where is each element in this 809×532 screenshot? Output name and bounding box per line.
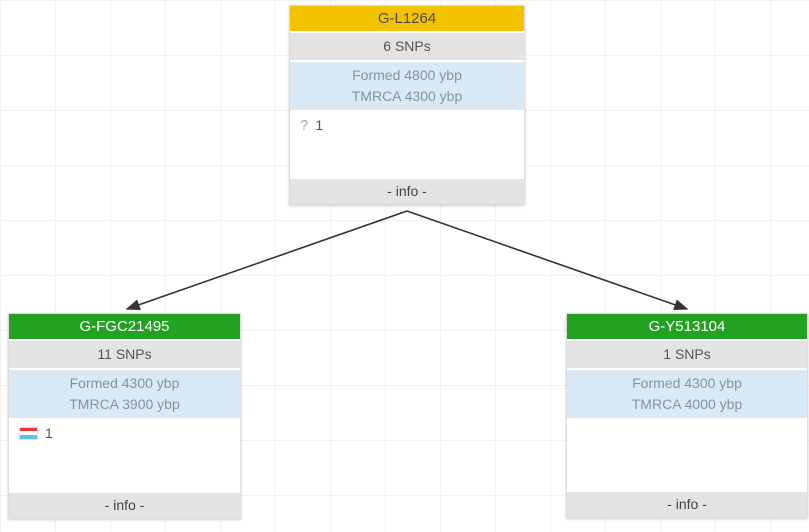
info-link[interactable]: - info -: [290, 179, 524, 204]
snp-count: 11 SNPs: [9, 341, 240, 368]
edge-to-y513104: [406, 210, 689, 311]
tmrca-ybp: TMRCA 4000 ybp: [631, 396, 743, 412]
age-estimates: Formed 4800 ybp TMRCA 4300 ybp: [290, 62, 524, 110]
snp-count: 6 SNPs: [290, 33, 524, 60]
node-g-l1264: G-L1264 6 SNPs Formed 4800 ybp TMRCA 430…: [289, 5, 525, 205]
sample-count: 1: [315, 117, 324, 133]
formed-ybp: Formed 4300 ybp: [632, 375, 742, 391]
node-title[interactable]: G-FGC21495: [9, 314, 240, 339]
snp-count: 1 SNPs: [567, 341, 807, 368]
tmrca-ybp: TMRCA 3900 ybp: [69, 396, 180, 412]
flag-stripe-bottom: [20, 434, 37, 439]
info-link[interactable]: - info -: [9, 493, 240, 518]
formed-ybp: Formed 4300 ybp: [69, 375, 180, 391]
sample-count: 1: [45, 425, 53, 441]
node-spacer: [290, 138, 524, 179]
node-title[interactable]: G-Y513104: [567, 314, 807, 339]
sample-row: ? 1: [290, 112, 524, 138]
question-mark-icon: ?: [300, 116, 309, 134]
flag-stripe-top: [20, 427, 37, 432]
node-spacer: [567, 420, 807, 492]
node-title[interactable]: G-L1264: [290, 6, 524, 31]
flag-stripe-middle: [20, 431, 37, 435]
node-spacer: [9, 446, 240, 493]
edge-to-fgc21495: [125, 210, 408, 311]
age-estimates: Formed 4300 ybp TMRCA 3900 ybp: [9, 370, 240, 418]
tmrca-ybp: TMRCA 4300 ybp: [351, 88, 463, 104]
age-estimates: Formed 4300 ybp TMRCA 4000 ybp: [567, 370, 807, 418]
info-link[interactable]: - info -: [567, 492, 807, 517]
node-g-fgc21495: G-FGC21495 11 SNPs Formed 4300 ybp TMRCA…: [8, 313, 241, 519]
sample-row: 1: [9, 420, 240, 446]
node-g-y513104: G-Y513104 1 SNPs Formed 4300 ybp TMRCA 4…: [566, 313, 808, 518]
luxembourg-flag-icon: [19, 426, 38, 440]
formed-ybp: Formed 4800 ybp: [352, 67, 462, 83]
